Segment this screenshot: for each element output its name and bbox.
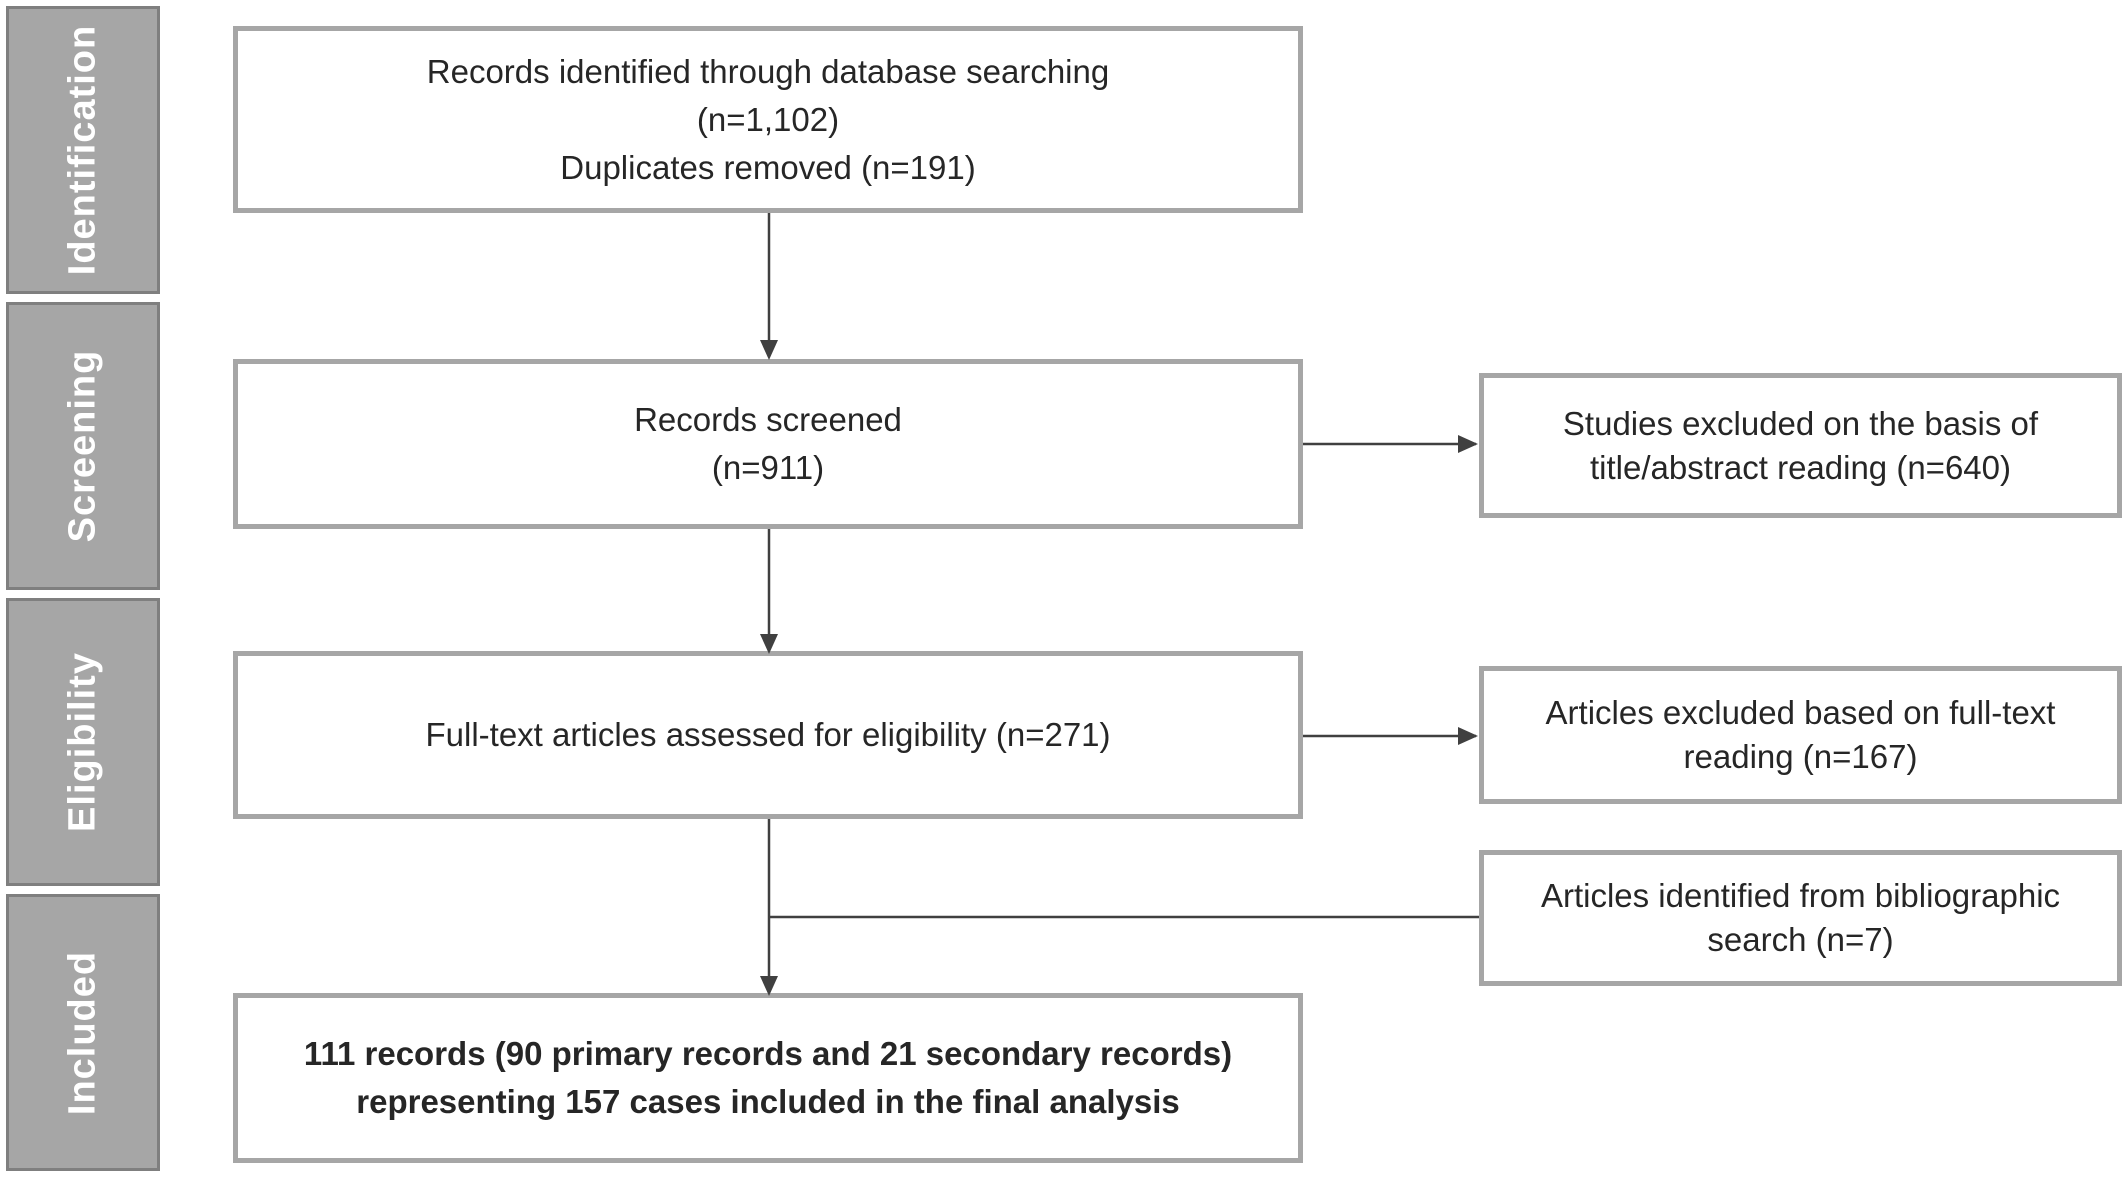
included-cases-text: representing 157 cases included in the f… [356, 1083, 1180, 1120]
arrowhead-screened-to-fulltext [760, 634, 778, 654]
arrowhead-fulltext-to-excluded [1458, 727, 1478, 745]
duplicates-removed-text: Duplicates removed (n=191) [560, 148, 976, 186]
bibliographic-search-line1: Articles identified from bibliographic [1540, 877, 2061, 914]
arrowhead-fulltext-to-included [760, 976, 778, 996]
excluded-fulltext-line1: Articles excluded based on full-text [1545, 694, 2056, 731]
bibliographic-search-line2: search (n=7) [1707, 921, 1894, 958]
excluded-title-abstract-box: Studies excluded on the basis of title/a… [1479, 373, 2122, 518]
fulltext-assessed-text: Full-text articles assessed for eligibil… [425, 716, 1111, 753]
arrowhead-identified-to-screened [760, 340, 778, 360]
excluded-title-abstract-line1: Studies excluded on the basis of [1562, 404, 2039, 442]
stage-screening: Screening [6, 302, 160, 590]
stage-identification: Identification [6, 6, 160, 294]
included-records-box: 111 records (90 primary records and 21 s… [233, 993, 1303, 1163]
arrowhead-screened-to-excluded [1458, 435, 1478, 453]
included-records-text: 111 records (90 primary records and 21 s… [303, 1035, 1233, 1072]
excluded-fulltext-line2: reading (n=167) [1683, 738, 1918, 775]
records-identified-count: (n=1,102) [696, 100, 840, 138]
stage-eligibility: Eligibility [6, 598, 160, 886]
records-screened-text: Records screened [634, 401, 902, 438]
bibliographic-search-box: Articles identified from bibliographic s… [1479, 850, 2122, 986]
records-screened-count: (n=911) [711, 449, 825, 486]
fulltext-assessed-box: Full-text articles assessed for eligibil… [233, 651, 1303, 819]
records-identified-box: Records identified through database sear… [233, 26, 1303, 213]
excluded-title-abstract-line2: title/abstract reading (n=640) [1590, 448, 2011, 486]
records-screened-box: Records screened (n=911) [233, 359, 1303, 529]
excluded-fulltext-box: Articles excluded based on full-text rea… [1479, 666, 2122, 804]
stage-included: Included [6, 894, 160, 1171]
records-identified-text: Records identified through database sear… [426, 52, 1110, 90]
